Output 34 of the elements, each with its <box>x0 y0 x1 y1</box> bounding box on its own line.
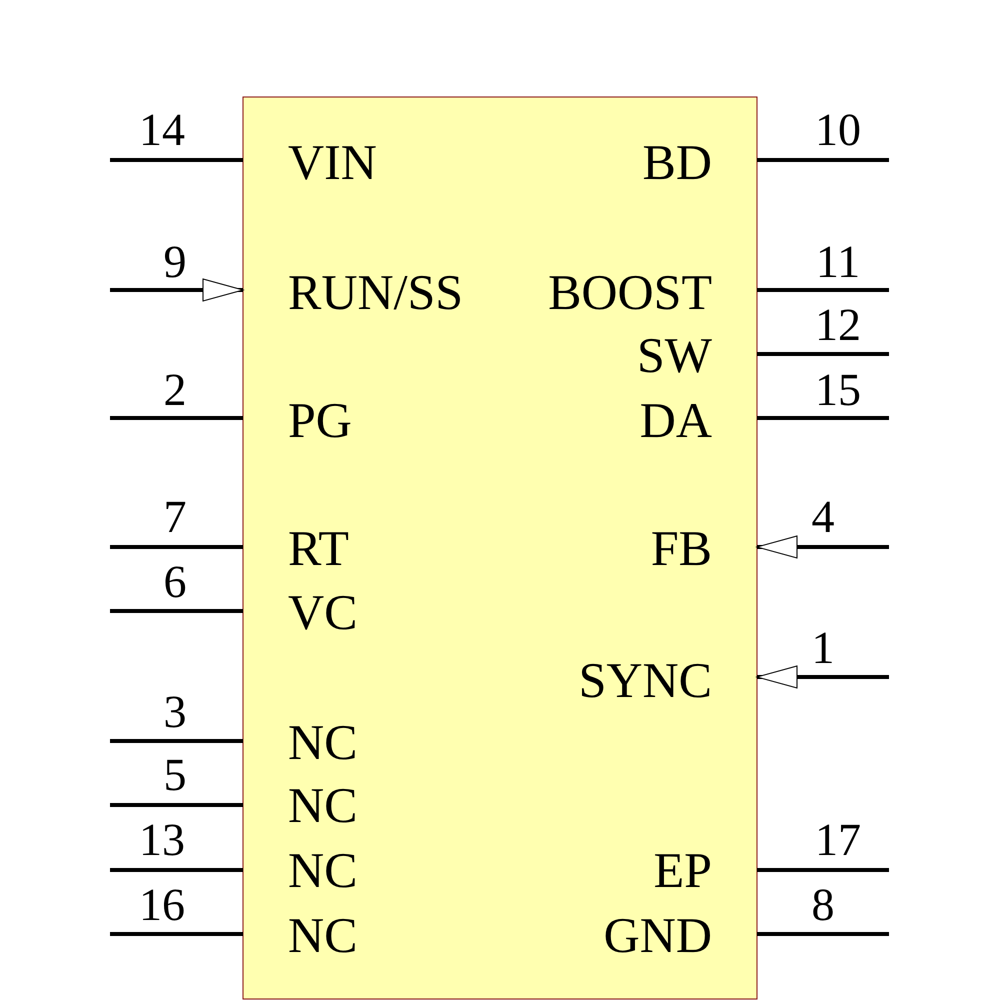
pin-number: 12 <box>815 302 861 348</box>
pin-name: SYNC <box>578 655 712 705</box>
pin-number: 7 <box>164 494 186 540</box>
pin-name: BD <box>642 137 712 187</box>
pin-number: 14 <box>139 107 185 153</box>
pin-name: RT <box>288 523 349 573</box>
pin-name: SW <box>637 330 712 380</box>
pin-number: 16 <box>139 882 185 928</box>
pin-name: NC <box>288 717 358 767</box>
pin-name: EP <box>654 845 712 895</box>
pin-number: 6 <box>164 559 186 605</box>
pin-name: VIN <box>288 137 377 187</box>
pin-number: 1 <box>812 625 834 671</box>
pin-name: BOOST <box>548 267 712 317</box>
pin-name: FB <box>650 523 712 573</box>
pin-number: 10 <box>815 107 861 153</box>
pin-name: NC <box>288 845 358 895</box>
pin-number: 11 <box>816 239 860 285</box>
pin-number: 15 <box>815 367 861 413</box>
pin-number: 2 <box>164 367 186 413</box>
pin-number: 5 <box>164 752 186 798</box>
pin-name: RUN/SS <box>288 267 464 317</box>
pin-number: 17 <box>815 817 861 863</box>
pin-number: 13 <box>139 817 185 863</box>
pin-number: 4 <box>812 494 834 540</box>
pin-number: 3 <box>164 689 186 735</box>
pin-number: 9 <box>164 239 186 285</box>
pin-name: NC <box>288 910 358 960</box>
pin-name: NC <box>288 780 358 830</box>
pin-name: DA <box>640 395 712 445</box>
pin-number: 8 <box>812 882 834 928</box>
pin-name: GND <box>604 910 712 960</box>
pin-name: VC <box>288 587 358 637</box>
pin-name: PG <box>288 395 352 445</box>
